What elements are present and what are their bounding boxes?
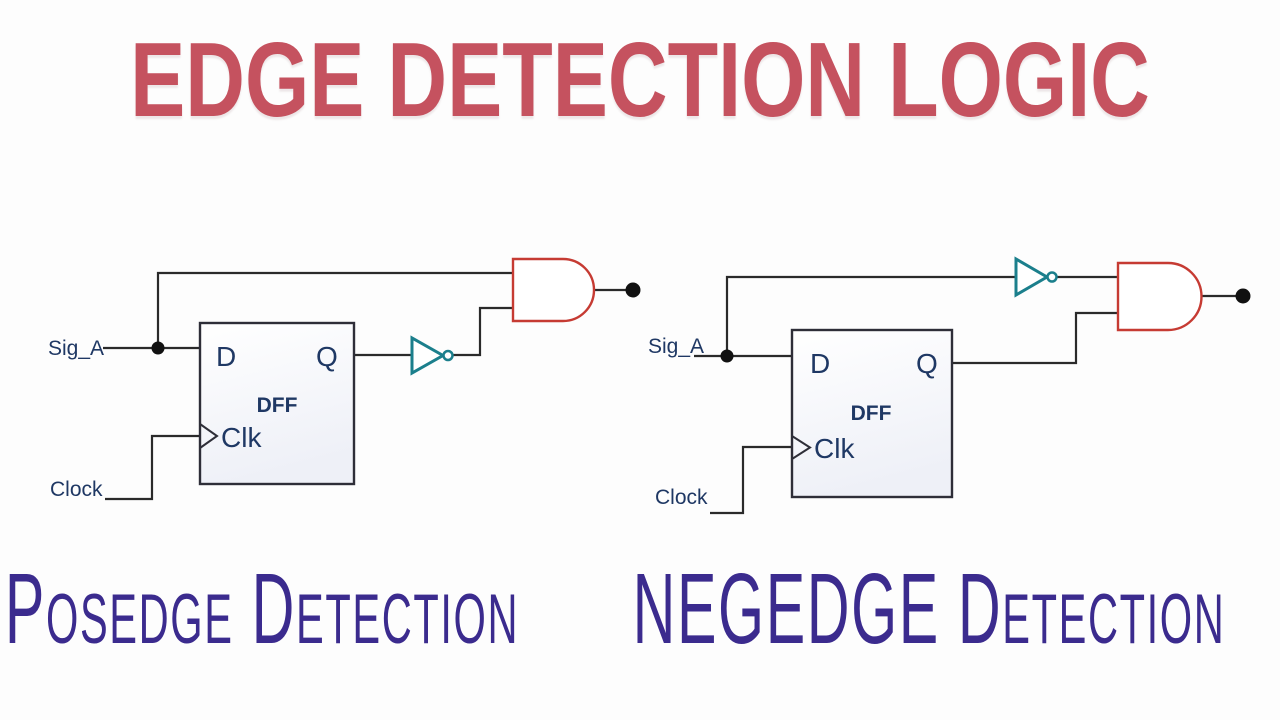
posedge-and-gate-icon bbox=[511, 257, 596, 323]
negedge-clock-label: Clock bbox=[655, 486, 708, 509]
posedge-inverter-out-wire bbox=[452, 306, 513, 357]
negedge-d-pin-label: D bbox=[810, 348, 830, 379]
posedge-clock-wire bbox=[105, 434, 200, 501]
posedge-dff-name-label: DFF bbox=[257, 394, 298, 417]
posedge-q-pin-label: Q bbox=[316, 341, 338, 372]
negedge-circuit: D Q DFF Clk Sig_A Clock bbox=[648, 256, 1251, 515]
negedge-dff-box bbox=[790, 328, 954, 499]
negedge-caption: NEGEDGE Detection bbox=[632, 552, 1226, 665]
posedge-clock-edge-triangle-icon bbox=[199, 423, 219, 449]
negedge-q-pin-label: Q bbox=[916, 348, 938, 379]
posedge-d-pin-label: D bbox=[216, 341, 236, 372]
negedge-and-gate-icon bbox=[1116, 261, 1203, 332]
negedge-inverter-icon bbox=[1014, 256, 1050, 298]
negedge-clock-wire bbox=[710, 445, 792, 515]
posedge-circuit: D Q DFF Clk Sig_A Clock bbox=[48, 257, 641, 501]
posedge-junction-dot bbox=[151, 341, 165, 355]
negedge-clk-pin-label: Clk bbox=[814, 433, 855, 464]
page-title: EDGE DETECTION LOGIC bbox=[130, 21, 1150, 139]
negedge-inverter-bubble-icon bbox=[1046, 271, 1058, 283]
posedge-signal-label: Sig_A bbox=[48, 337, 104, 360]
posedge-inverter-icon bbox=[410, 335, 447, 376]
posedge-output-dot bbox=[625, 282, 641, 298]
negedge-signal-label: Sig_A bbox=[648, 335, 704, 358]
negedge-junction-dot bbox=[720, 349, 734, 363]
posedge-inverter-bubble-icon bbox=[442, 349, 454, 362]
negedge-dff-name-label: DFF bbox=[851, 402, 892, 425]
negedge-clock-edge-triangle-icon bbox=[791, 435, 812, 460]
negedge-feedback-wire bbox=[725, 275, 1016, 356]
posedge-feedback-wire bbox=[156, 271, 513, 348]
posedge-caption: Posedge Detection bbox=[4, 552, 520, 665]
posedge-dff-box bbox=[198, 321, 356, 486]
negedge-output-dot bbox=[1235, 288, 1251, 304]
negedge-q-wire bbox=[952, 311, 1118, 365]
posedge-clk-pin-label: Clk bbox=[221, 422, 262, 453]
posedge-clock-label: Clock bbox=[50, 478, 103, 501]
